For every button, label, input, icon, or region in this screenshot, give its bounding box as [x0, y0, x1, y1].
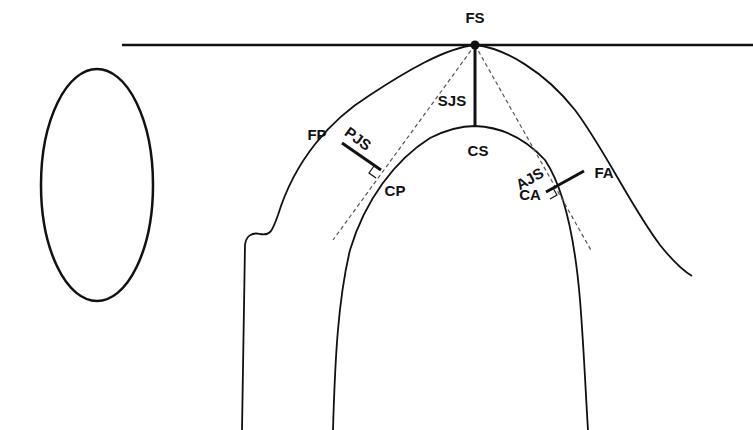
- sjs-line: [474, 45, 477, 126]
- point-label: CS: [468, 143, 489, 158]
- point-label: CA: [519, 187, 541, 202]
- fs-point: [471, 41, 480, 50]
- point-label: FA: [594, 165, 613, 180]
- point-label: SJS: [438, 93, 466, 108]
- tangent-line: [475, 45, 592, 252]
- right-angle-mark: [369, 166, 376, 178]
- oval-outline: [41, 69, 153, 301]
- point-label: FP: [307, 127, 326, 142]
- right-angle-mark: [550, 188, 557, 199]
- outer-contour: [242, 45, 692, 430]
- ajs-line: [546, 171, 584, 192]
- inner-contour: [333, 126, 588, 430]
- tangent-line: [333, 45, 475, 240]
- point-label: PJS: [342, 124, 374, 153]
- point-label: CP: [385, 183, 406, 198]
- reference-line: [122, 44, 753, 47]
- point-label: FS: [465, 10, 484, 25]
